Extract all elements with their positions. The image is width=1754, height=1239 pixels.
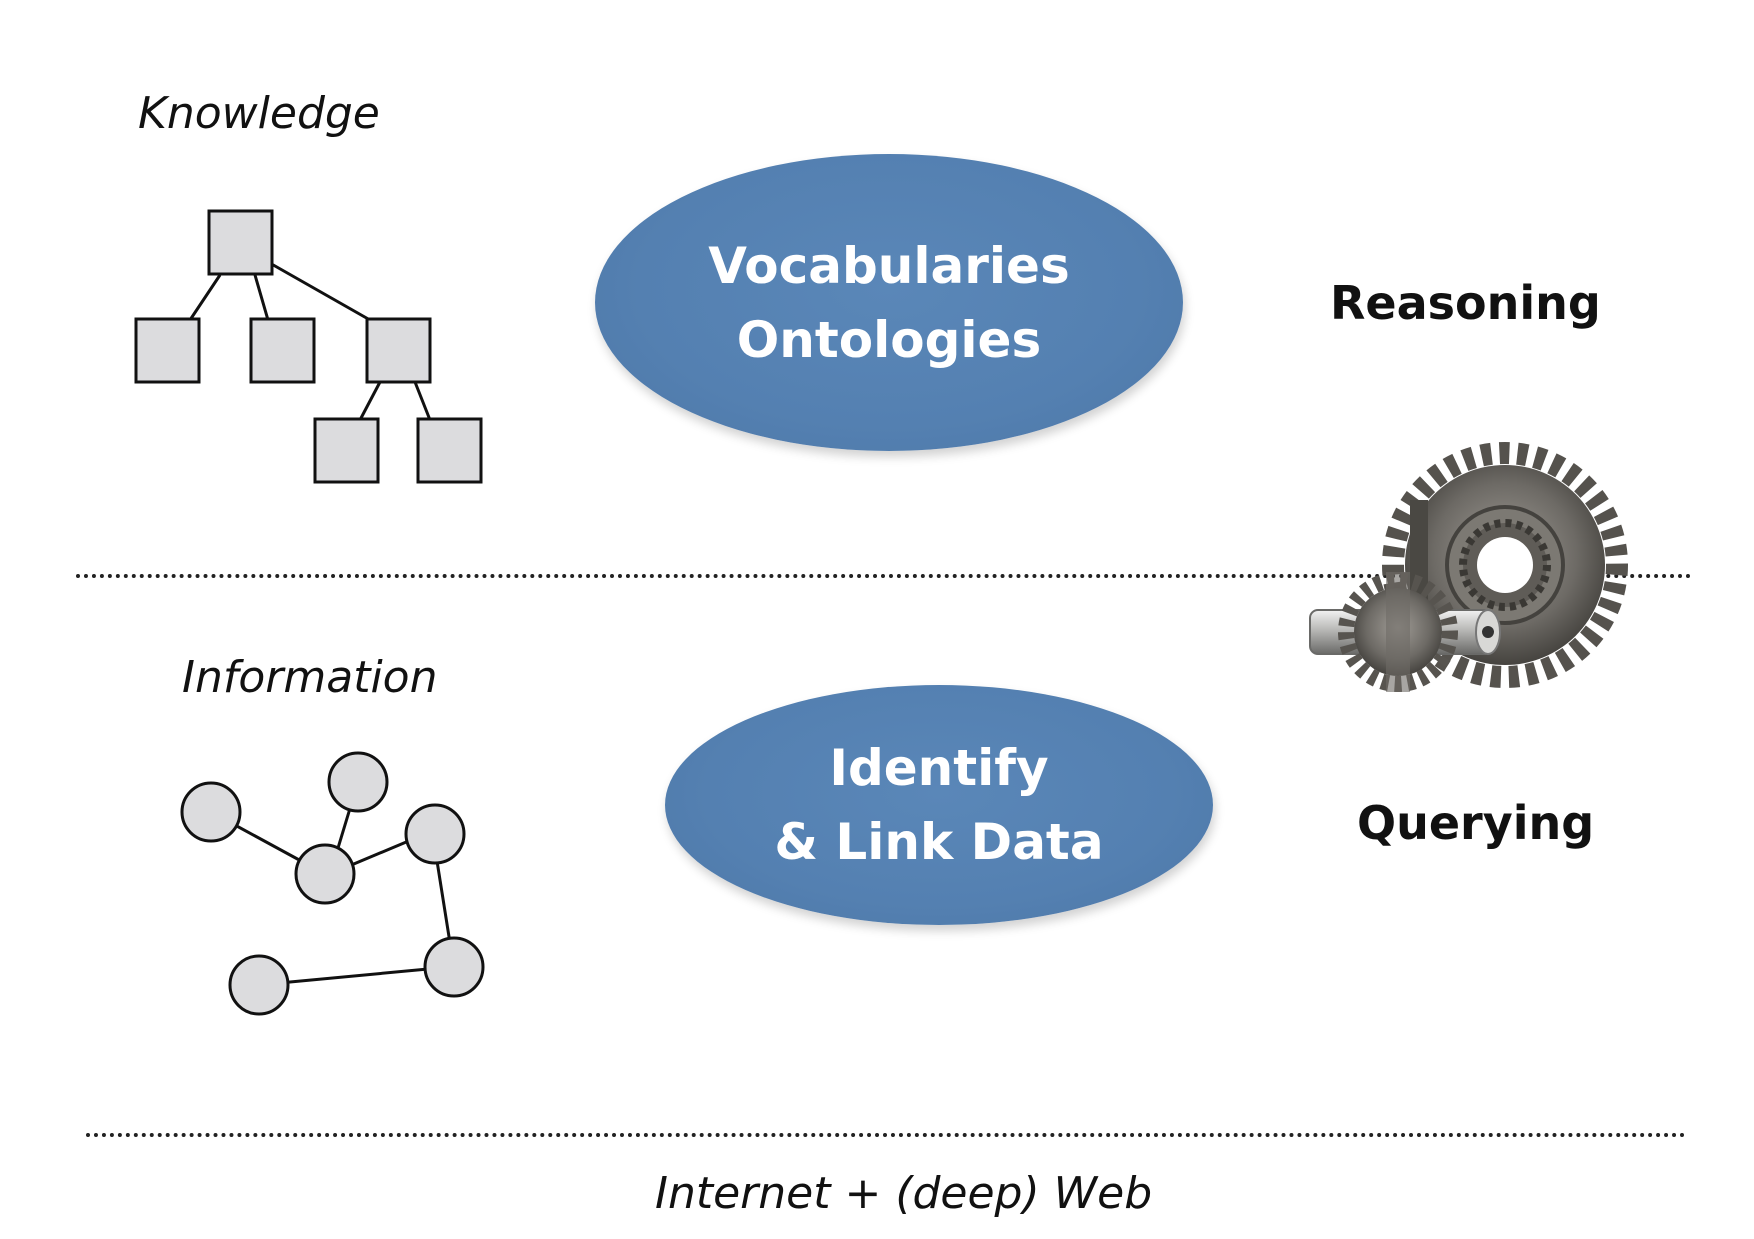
querying-label: Querying	[1357, 796, 1595, 850]
graph-node-5	[423, 936, 485, 998]
tree-node-left	[134, 317, 201, 384]
graph-node-1	[180, 781, 242, 843]
identify-text: Identify	[829, 739, 1049, 797]
divider-lower	[86, 1133, 1686, 1137]
tree-node-middle	[249, 317, 316, 384]
reasoning-label: Reasoning	[1330, 276, 1601, 330]
graph-node-2	[327, 751, 389, 813]
internet-web-label: Internet + (deep) Web	[655, 1168, 1153, 1219]
graph-node-3	[294, 843, 356, 905]
large-gear	[1382, 442, 1628, 688]
identify-link-data-ellipse: Identify & Link Data	[665, 685, 1213, 925]
tree-node-right	[365, 317, 432, 384]
divider-upper	[76, 574, 1692, 578]
knowledge-label: Knowledge	[138, 88, 380, 139]
graph-node-6	[228, 954, 290, 1016]
tree-node-root	[207, 209, 274, 276]
information-label: Information	[182, 652, 438, 703]
graph-node-4	[404, 803, 466, 865]
ontologies-text: Ontologies	[736, 310, 1042, 369]
link-data-text: & Link Data	[774, 813, 1104, 871]
small-gear	[1309, 572, 1501, 692]
vocabularies-ontologies-ellipse: Vocabularies Ontologies	[595, 154, 1183, 451]
tree-node-child-left	[313, 417, 380, 484]
vocabularies-text: Vocabularies	[708, 236, 1070, 295]
tree-node-child-right	[416, 417, 483, 484]
